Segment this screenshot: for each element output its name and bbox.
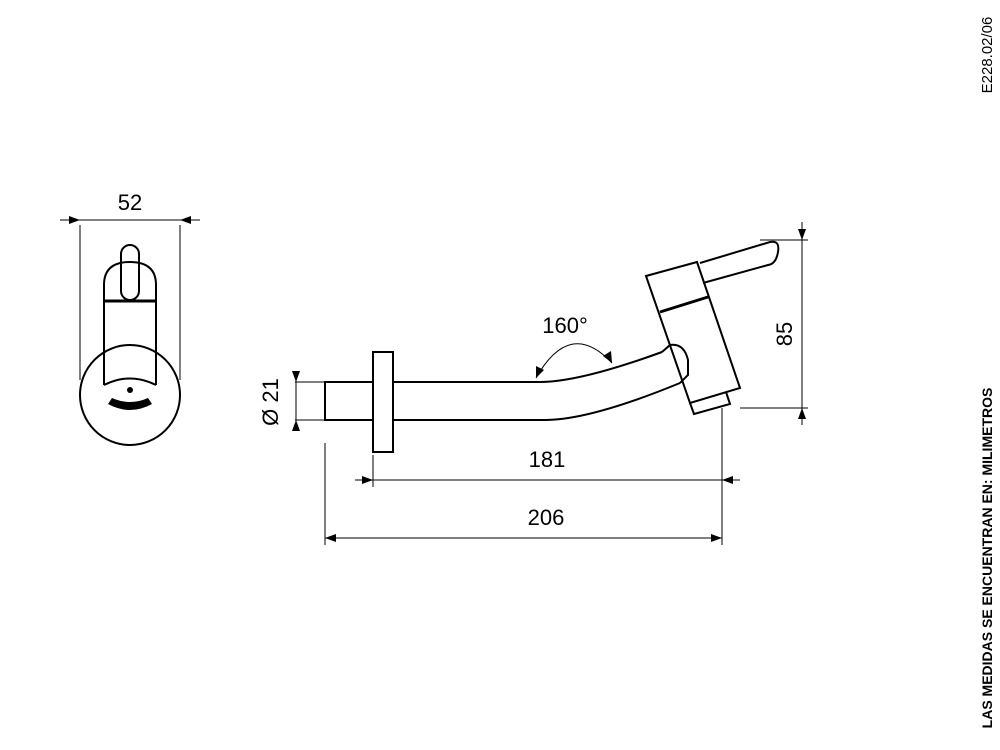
wall-flange <box>79 344 181 446</box>
lever-handle <box>699 240 780 284</box>
wall-stub <box>324 381 374 421</box>
front-view: 52 <box>60 190 200 446</box>
body-band <box>659 295 709 314</box>
spout-collar <box>103 377 157 386</box>
dim-label-85: 85 <box>772 322 797 346</box>
arrow-icon <box>711 534 722 542</box>
spout-elbow <box>661 343 689 384</box>
aerator-outlet <box>108 398 152 410</box>
spout-bottom <box>393 382 681 421</box>
outlet-cap <box>689 391 732 416</box>
flange-plate <box>372 351 394 453</box>
side-view: 160° Ø 21 85 181 206 <box>258 222 808 545</box>
dim-label-angle: 160° <box>542 313 588 338</box>
valve-body <box>103 260 157 385</box>
arrow-icon <box>180 216 191 224</box>
valve-body <box>644 260 742 405</box>
angle-arc <box>535 343 613 379</box>
arrow-icon <box>292 371 300 382</box>
arrow-icon <box>798 229 806 240</box>
arrow-icon <box>69 216 80 224</box>
dim-label-diameter: Ø 21 <box>258 378 283 426</box>
dim-label-206: 206 <box>528 505 565 530</box>
drawing-code: E228.02/06 <box>979 17 996 94</box>
dim-label-181: 181 <box>529 447 566 472</box>
arrow-icon <box>722 476 733 484</box>
arrow-icon <box>292 420 300 431</box>
arrow-icon <box>362 476 373 484</box>
arrow-icon <box>603 351 612 363</box>
aerator-center <box>127 387 133 393</box>
lever-handle <box>120 244 140 301</box>
units-note: LAS MEDIDAS SE ENCUENTRAN EN: MILIMETROS <box>979 388 995 729</box>
spout-top <box>393 351 663 383</box>
arrow-icon <box>536 366 544 378</box>
arrow-icon <box>798 408 806 419</box>
dim-label-52: 52 <box>118 190 142 215</box>
arrow-icon <box>325 534 336 542</box>
